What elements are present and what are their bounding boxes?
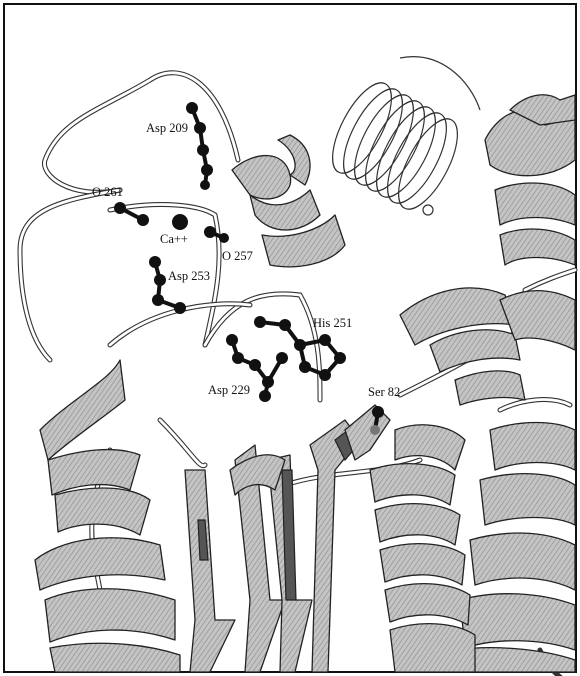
label-o257: O 257 [222, 249, 253, 263]
label-asp209: Asp 209 [146, 121, 188, 135]
label-o261: O 261 [92, 185, 123, 199]
label-ser82: Ser 82 [368, 385, 400, 399]
label-asp253: Asp 253 [168, 269, 210, 283]
label-asp229: Asp 229 [208, 383, 250, 397]
label-ca: Ca++ [160, 232, 188, 246]
label-his251: His 251 [313, 316, 352, 330]
calcium-ion [172, 214, 188, 230]
